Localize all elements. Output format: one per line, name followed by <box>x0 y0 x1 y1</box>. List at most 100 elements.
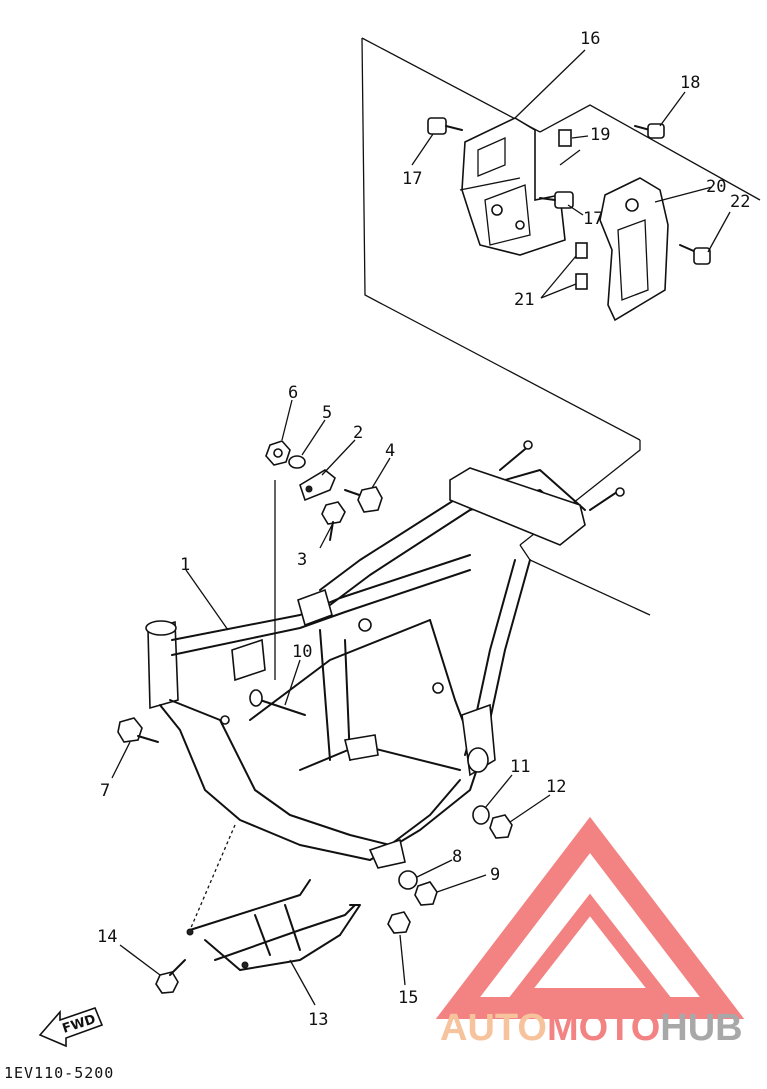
leader-lines <box>111 49 731 1006</box>
leader-12 <box>509 794 551 823</box>
clip-19 <box>558 129 572 147</box>
frame-pivot-boss <box>467 747 489 773</box>
bracket-16-window <box>477 136 506 177</box>
washer-5 <box>288 455 306 469</box>
clip-21-lower <box>575 273 588 290</box>
skid-guard-guide-line <box>189 824 236 931</box>
diagram-caption: 1EV110-5200 <box>4 1064 114 1082</box>
frame-top-tube-lower <box>171 569 471 656</box>
callout-8: 8 <box>452 847 462 867</box>
callout-17-left: 17 <box>402 169 422 189</box>
leader-4 <box>371 457 391 489</box>
inset-line-top <box>361 37 541 133</box>
leader-1 <box>185 569 229 631</box>
leader-10 <box>284 659 301 706</box>
clip-19-leader <box>559 149 581 166</box>
logo-part-hub: HUB <box>660 1007 742 1049</box>
frame-boss-2 <box>432 682 444 694</box>
callout-11: 11 <box>510 757 530 777</box>
frame-mount-plate <box>297 588 333 627</box>
leader-20 <box>654 186 713 203</box>
bracket-16-hole-2 <box>515 220 525 230</box>
callout-6: 6 <box>288 383 298 403</box>
bolt-4-head <box>357 486 383 513</box>
washer-11 <box>472 805 490 825</box>
callout-18: 18 <box>680 73 700 93</box>
skid-guard-hole-1 <box>186 928 194 936</box>
callout-12: 12 <box>546 777 566 797</box>
bolt-14-shank <box>169 959 186 976</box>
leader-15 <box>399 934 406 986</box>
plate-2-hole <box>305 485 313 493</box>
bolt-3-head <box>321 501 346 525</box>
forward-arrow-shape <box>38 1006 104 1048</box>
bracket-16 <box>459 117 566 256</box>
leader-17-right <box>567 204 584 216</box>
leader-8 <box>416 859 453 878</box>
callout-2: 2 <box>353 423 363 443</box>
leader-5 <box>301 419 326 456</box>
logo-triangle-outer <box>435 816 745 1019</box>
leader-6 <box>281 399 293 441</box>
callout-3: 3 <box>297 550 307 570</box>
skid-guard-cross-1 <box>204 939 241 971</box>
bolt-18-head <box>647 123 665 139</box>
leader-18 <box>659 91 686 127</box>
bolt-22-head <box>693 247 711 265</box>
frame-boss-1 <box>358 618 372 632</box>
skid-guard-hole-2 <box>241 961 249 969</box>
main-frame <box>145 440 625 869</box>
skid-guard-cross-3 <box>284 904 301 951</box>
frame-crossmember-lower <box>299 744 461 771</box>
frame-front-downtube-outer <box>159 704 371 861</box>
bolt-18 <box>634 123 665 139</box>
bolt-17-right <box>539 191 574 209</box>
bolt-10-shank <box>259 699 306 716</box>
frame-crossmember-front <box>249 619 431 721</box>
nut-12 <box>489 814 513 839</box>
callout-21: 21 <box>514 290 534 310</box>
bracket-16-hole <box>491 204 503 216</box>
callout-7: 7 <box>100 781 110 801</box>
bolt-17-right-shank <box>539 197 556 201</box>
callout-numbers: 1 2 3 4 5 6 7 8 9 10 11 12 13 14 15 16 1… <box>97 29 750 1030</box>
bolt-17-right-head <box>554 191 574 209</box>
bolt-7-shank <box>137 735 159 743</box>
inset-line-left-bottom <box>361 37 641 441</box>
leader-7 <box>111 741 131 779</box>
automotohub-logo: AUTOMOTOHUB <box>435 816 745 1049</box>
frame-rear-tab-1-hole <box>523 440 533 450</box>
leader-11 <box>484 774 513 809</box>
callout-4: 4 <box>385 441 395 461</box>
leader-2 <box>321 439 356 476</box>
bracket-20-body <box>599 177 669 322</box>
clip-21-upper <box>575 242 588 259</box>
logo-text: AUTOMOTOHUB <box>440 1007 743 1049</box>
frame-lower-cradle-inner <box>389 779 461 846</box>
leader-21-a <box>540 255 577 299</box>
frame-lower-bracket <box>368 838 406 869</box>
inset-line-top-right <box>539 104 761 201</box>
frame-vertical-left <box>319 629 331 761</box>
bracket-16-flange <box>459 177 521 191</box>
bolt-17-left <box>427 117 463 135</box>
bracket-16-lower <box>484 184 531 246</box>
forward-arrow: FWD <box>38 1006 104 1048</box>
nut-6-hole <box>273 448 283 458</box>
bracket-20-hole <box>625 198 639 212</box>
callout-19: 19 <box>590 125 610 145</box>
frame-front-downtube-inner <box>169 699 391 846</box>
leader-13 <box>289 959 316 1006</box>
inset-line-frame <box>519 544 651 616</box>
plate-2 <box>299 469 336 502</box>
logo-part-moto: MOTO <box>547 1007 660 1049</box>
skid-guard-front-rail <box>189 879 311 931</box>
skid-guard-tab <box>339 904 361 936</box>
nut-9 <box>414 881 438 906</box>
nut-15 <box>387 911 411 934</box>
leader-17-left <box>411 133 434 166</box>
callout-22: 22 <box>730 192 750 212</box>
skid-guard-rear-rail <box>239 934 341 971</box>
bracket-20 <box>599 177 669 322</box>
